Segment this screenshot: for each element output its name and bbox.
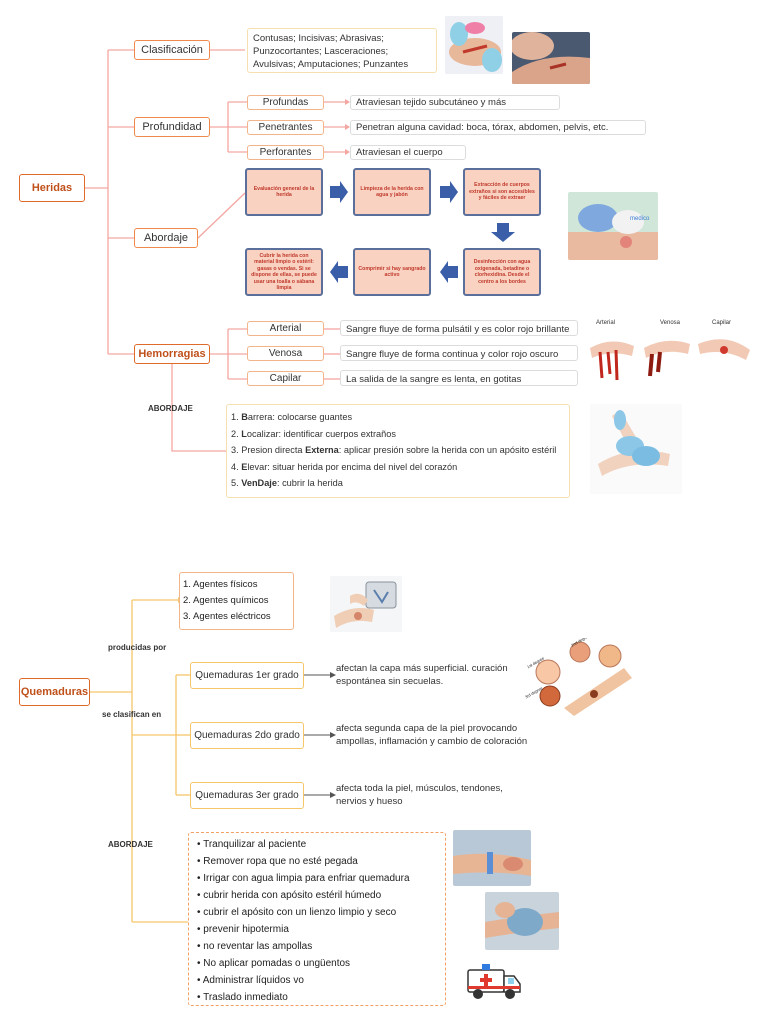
step-limpieza: Limpieza de la herida con agua y jabón: [353, 168, 431, 216]
grado-2-desc: afecta segunda capa de la piel provocand…: [336, 723, 528, 747]
quemaduras-abordaje-box: • Tranquilizar al paciente • Remover rop…: [188, 832, 446, 1006]
ambulance-icon: [466, 962, 522, 1002]
clasificacion-line-2: Punzocortantes; Lasceraciones;: [253, 46, 389, 57]
bleeding-label-venosa: Venosa: [660, 320, 681, 326]
grado-1-node[interactable]: Quemaduras 1er grado: [190, 662, 304, 689]
penetrantes-desc: Penetran alguna cavidad: boca, tórax, ab…: [350, 120, 646, 135]
profundas-node[interactable]: Profundas: [247, 95, 324, 110]
wound-photo-1: [445, 16, 503, 74]
abordaje-item-8: • No aplicar pomadas o ungüentos: [197, 958, 351, 969]
arterial-node[interactable]: Arterial: [247, 321, 324, 336]
bandage-photo: medico: [568, 192, 658, 260]
hemorragia-step-2: 2. Localizar: identificar cuerpos extrañ…: [231, 428, 396, 439]
perforantes-desc: Atraviesan el cuerpo: [350, 145, 466, 160]
grado-1-desc: afectan la capa más superficial. curació…: [336, 663, 508, 687]
penetrantes-node[interactable]: Penetrantes: [247, 120, 324, 135]
step-comprimir: Comprimir si hay sangrado activo: [353, 248, 431, 296]
arrow-right-2: [440, 181, 458, 203]
abordaje-item-7: • no reventar las ampollas: [197, 941, 313, 952]
profundidad-node[interactable]: Profundidad: [134, 117, 210, 137]
agentes-box: 1. Agentes físicos 2. Agentes químicos 3…: [179, 572, 294, 630]
hand-burn-photo: [453, 830, 531, 886]
capilar-desc: La salida de la sangre es lenta, en goti…: [340, 370, 578, 386]
profundas-desc: Atraviesan tejido subcutáneo y más: [350, 95, 560, 110]
clasificacion-line-3: Avulsivas; Amputaciones; Punzantes: [253, 59, 409, 70]
agente-electricos: 3. Agentes eléctricos: [183, 611, 271, 622]
quemaduras-node[interactable]: Quemaduras: [19, 678, 90, 706]
bleeding-types-illustration: Arterial Venosa Capilar: [586, 318, 754, 382]
venosa-desc: Sangre fluye de forma continua y color r…: [340, 345, 578, 361]
wound-photo-2: [512, 32, 590, 84]
abordaje-item-1: • Tranquilizar al paciente: [197, 839, 307, 850]
burn-degrees-illustration: 1st degree 2nd degree 3rd degree: [524, 638, 636, 716]
abordaje-item-10: • Traslado inmediato: [197, 992, 288, 1003]
wet-dressing-photo: [485, 892, 559, 950]
abordaje-item-4: • cubrir herida con apósito estéril húme…: [197, 890, 382, 901]
arrow-down: [491, 223, 515, 242]
abordaje-item-6: • prevenir hipotermia: [197, 924, 289, 935]
bleeding-label-arterial: Arterial: [596, 320, 616, 326]
hemorragia-step-1: 1. Barrera: colocarse guantes: [231, 412, 353, 422]
arterial-desc: Sangre fluye de forma pulsátil y es colo…: [340, 320, 578, 336]
clasificacion-node[interactable]: Clasificación: [134, 40, 210, 60]
step-cubrir: Cubrir la herida con material limpio o e…: [245, 248, 323, 296]
abordaje-item-5: • cubrir el apósito con un lienzo limpio…: [197, 907, 397, 918]
arrow-left-2: [330, 261, 348, 283]
hemorragias-node[interactable]: Hemorragias: [134, 344, 210, 364]
arrow-right-1: [330, 181, 348, 203]
quemaduras-abordaje-label: ABORDAJE: [108, 840, 153, 849]
grado-3-node[interactable]: Quemaduras 3er grado: [190, 782, 304, 809]
producidas-por-label: producidas por: [108, 643, 167, 652]
se-clasifican-label: se clasifican en: [102, 710, 162, 719]
hemorragia-step-5: 5. VenDaje: cubrir la herida: [231, 478, 343, 488]
grado-3-desc: afecta toda la piel, músculos, tendones,…: [336, 783, 503, 807]
hemorragias-abordaje-label: ABORDAJE: [148, 404, 193, 413]
burn-agents-illustration: [330, 576, 402, 632]
hemorragias-abordaje-box: 1. Barrera: colocarse guantes 2. Localiz…: [226, 404, 570, 498]
clasificacion-desc: Contusas; Incisivas; Abrasivas; Punzocor…: [247, 28, 437, 73]
grado-2-node[interactable]: Quemaduras 2do grado: [190, 722, 304, 749]
agente-fisicos: 1. Agentes físicos: [183, 579, 258, 590]
abordaje-item-9: • Administrar líquidos vo: [197, 975, 304, 986]
venosa-node[interactable]: Venosa: [247, 346, 324, 361]
perforantes-node[interactable]: Perforantes: [247, 145, 324, 160]
abordaje-item-2: • Remover ropa que no esté pegada: [197, 856, 358, 867]
step-extraccion: Extracción de cuerpos extraños si son ac…: [463, 168, 541, 216]
abordaje-node[interactable]: Abordaje: [134, 228, 198, 248]
hemorragia-step-4: 4. Elevar: situar herida por encima del …: [231, 461, 458, 472]
capilar-node[interactable]: Capilar: [247, 371, 324, 386]
hemorragia-step-3: 3. Presion directa Externa: aplicar pres…: [231, 445, 557, 455]
clasificacion-line-1: Contusas; Incisivas; Abrasivas;: [253, 33, 384, 44]
step-evaluacion: Evaluación general de la herida: [245, 168, 323, 216]
heridas-node[interactable]: Heridas: [19, 174, 85, 202]
arrow-left-1: [440, 261, 458, 283]
bleeding-label-capilar: Capilar: [712, 320, 732, 326]
bandage-photo-caption: medico: [630, 216, 650, 222]
agente-quimicos: 2. Agentes químicos: [183, 595, 269, 606]
abordaje-item-3: • Irrigar con agua limpia para enfriar q…: [197, 873, 410, 884]
gloves-pressure-illustration: [590, 404, 682, 494]
step-desinfeccion: Desinfección con agua oxigenada, betadin…: [463, 248, 541, 296]
